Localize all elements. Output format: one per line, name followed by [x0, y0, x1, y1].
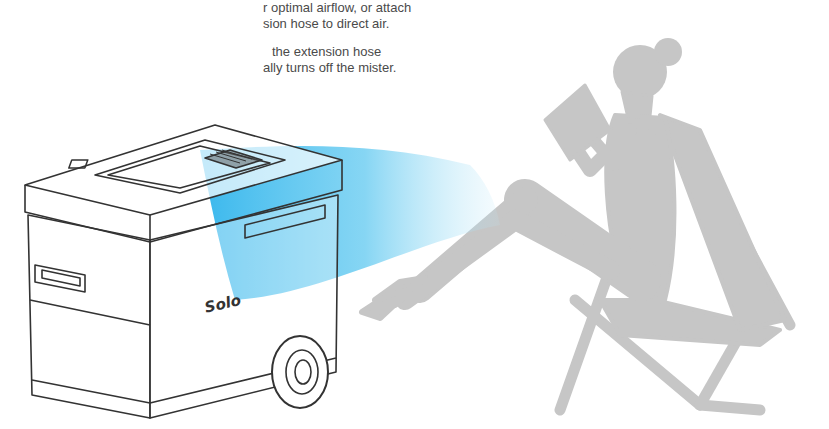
caption-note: sion hose to direct air. [263, 16, 389, 32]
caption-note: the extension hose [272, 44, 381, 60]
caption-note: ally turns off the mister. [263, 60, 396, 76]
cooler-fan-drawing [25, 125, 342, 418]
caption-note: r optimal airflow, or attach [263, 0, 411, 16]
